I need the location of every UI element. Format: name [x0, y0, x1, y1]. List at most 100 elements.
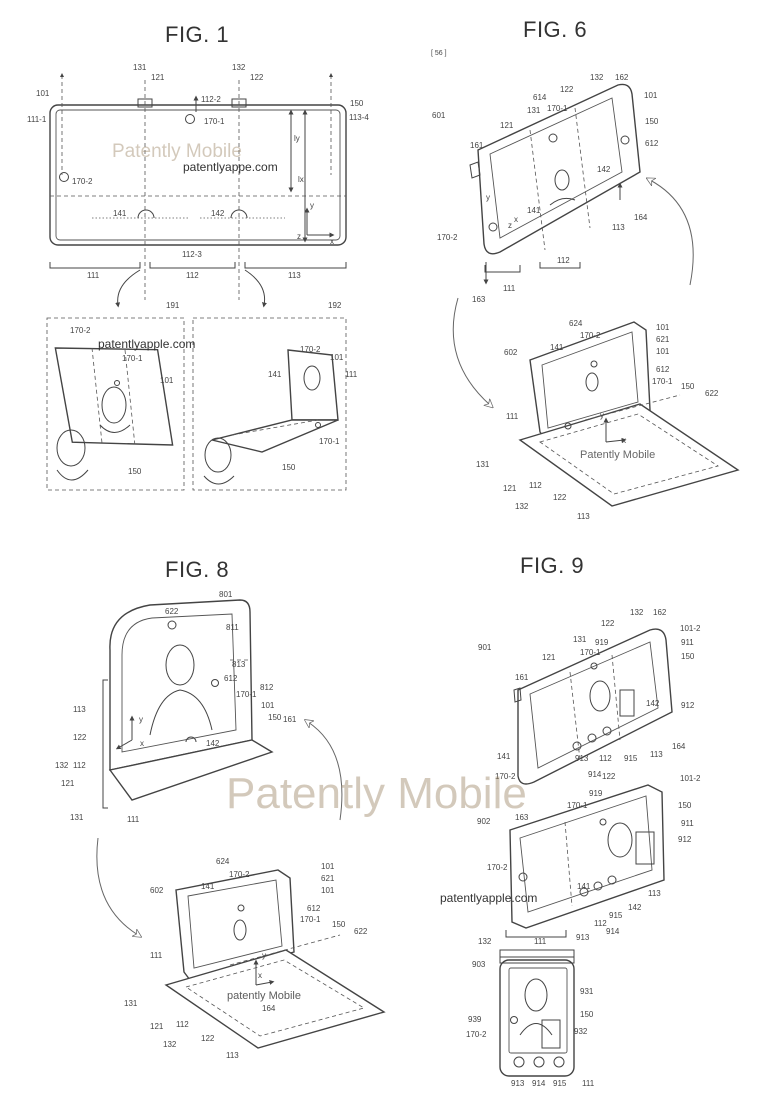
- fig6-lower-person-head: [585, 372, 599, 392]
- fig1-label-150: 150: [350, 99, 364, 108]
- fig6-person-head: [554, 169, 570, 191]
- fig8-label-164: 164: [262, 1004, 276, 1013]
- fig9-902-button-913: [579, 887, 589, 897]
- fig9-label-122: 122: [601, 619, 615, 628]
- fig6-label-164: 164: [634, 213, 648, 222]
- fig1-191-label-170-1: 170-1: [122, 354, 143, 363]
- fig6-label-614: 614: [533, 93, 547, 102]
- fig1-sensor-142: [230, 209, 248, 219]
- fig8-label-121-b: 121: [150, 1022, 164, 1031]
- fig6-fold-line-1: [529, 129, 546, 251]
- fig1-191-person-face: [101, 386, 127, 424]
- fig9-label-101-2: 101-2: [680, 624, 701, 633]
- fig9-902-person-head: [607, 822, 633, 858]
- fig1-label-x: x: [330, 237, 334, 246]
- fig8-label-622-b: 622: [354, 927, 368, 936]
- fig1-label-z: z: [297, 232, 301, 241]
- fig8-lower-base-display: [185, 959, 366, 1037]
- fig6-lower-sensor-141: [564, 422, 572, 430]
- fig1-192-user-shoulders: [203, 475, 235, 485]
- fig8-label-170-1: 170-1: [236, 690, 257, 699]
- fig9-label-170-1: 170-1: [580, 648, 601, 657]
- fig1-sensor-141: [137, 209, 155, 219]
- fig6-lower-dash-line: [584, 394, 681, 421]
- fig9-label-161: 161: [515, 673, 529, 682]
- fig8-label-813: 813: [232, 660, 246, 669]
- fig9-label-902: 902: [477, 817, 491, 826]
- fig9-label-170-2-b: 170-2: [487, 863, 508, 872]
- fig6-label-y: y: [486, 193, 490, 202]
- fig1-192-label-170-2: 170-2: [300, 345, 321, 354]
- fig9-903-person-head: [524, 978, 548, 1012]
- fig9-label-113: 113: [650, 750, 663, 759]
- fig9-902-button-915: [607, 875, 617, 885]
- fig6-lower-axis-x: [605, 437, 627, 443]
- fig1-label-132: 132: [232, 63, 246, 72]
- fig8-label-112: 112: [73, 761, 86, 770]
- fig1-label-121: 121: [151, 73, 165, 82]
- fig1-191-person-shoulders: [99, 424, 131, 433]
- fig6-label-113-b: 113: [577, 512, 590, 521]
- fig8-person-shoulders: [149, 689, 213, 736]
- fig8-curved-arrow-right: [308, 722, 343, 821]
- fig9-label-931: 931: [580, 987, 594, 996]
- fig6-watermark-brand: Patently Mobile: [580, 449, 655, 461]
- fig9-label-150-b: 150: [678, 801, 692, 810]
- fig8-label-161: 161: [283, 715, 297, 724]
- fig6-label-612: 612: [645, 139, 659, 148]
- fig8-label-624: 624: [216, 857, 230, 866]
- fig1-hinge-132: [231, 98, 247, 108]
- fig1-label-101: 101: [36, 89, 50, 98]
- fig6-label-112: 112: [557, 256, 570, 265]
- fig9-label-915-b: 915: [609, 911, 623, 920]
- fig1-192-fold-line: [231, 419, 319, 436]
- fig8-label-621: 621: [321, 874, 335, 883]
- fig1-label-122: 122: [250, 73, 264, 82]
- fig1-label-113-4: 113-4: [349, 113, 369, 122]
- fig6-label-624: 624: [569, 319, 583, 328]
- center-watermark-brand: Patently Mobile: [226, 769, 527, 818]
- fig9-903-button-915: [553, 1056, 565, 1068]
- fig6-header-mark: [ 56 ]: [431, 50, 447, 57]
- fig8-label-170-2: 170-2: [229, 870, 250, 879]
- fig1-label-113: 113: [288, 271, 301, 280]
- fig8-label-801: 801: [219, 590, 233, 599]
- fig6-side-button-161: [469, 161, 481, 179]
- fig9-901-camera-170-1: [590, 662, 598, 670]
- fig6-label-621: 621: [656, 335, 670, 344]
- fig9-label-142-b: 142: [628, 903, 642, 912]
- fig9-label-141: 141: [497, 752, 511, 761]
- fig1-191-fold-1: [91, 347, 103, 444]
- fig9-title: FIG. 9: [520, 553, 584, 578]
- fig6-curved-arrow-right: [650, 180, 694, 286]
- fig9-902-button-914: [593, 881, 603, 891]
- fig9-label-919: 919: [595, 638, 609, 647]
- fig8-label-132-b: 132: [163, 1040, 177, 1049]
- fig9-label-170-2: 170-2: [495, 772, 516, 781]
- fig8-curved-arrow-left: [96, 837, 138, 935]
- fig9-903-camera-939: [510, 1016, 518, 1024]
- fig8-label-x-b: x: [258, 971, 262, 980]
- fig6-lower-base-display: [539, 413, 719, 495]
- fig9-label-150-c: 150: [580, 1010, 594, 1019]
- fig8-label-131-b: 131: [124, 999, 138, 1008]
- fig9-902-camera-170-1: [599, 818, 607, 826]
- fig9-label-911-b: 911: [681, 819, 694, 828]
- fig1-camera-170-2: [59, 172, 69, 182]
- fig9-901-button-914: [587, 733, 597, 743]
- fig9-label-111-c: 111: [582, 1079, 595, 1088]
- fig8-label-602: 602: [150, 886, 164, 895]
- fig8-label-141: 141: [201, 882, 215, 891]
- fig8-person-head: [165, 644, 195, 686]
- fig9-label-915: 915: [624, 754, 638, 763]
- fig6-label-101: 101: [644, 91, 658, 100]
- fig8-label-142: 142: [206, 739, 220, 748]
- fig8-axis-x: [115, 739, 133, 750]
- fig8-label-612: 612: [224, 674, 238, 683]
- fig8-label-x: x: [140, 739, 144, 748]
- fig1-watermark-url: patentlyappe.com: [183, 160, 278, 174]
- fig9-label-911: 911: [681, 638, 694, 647]
- fig6-figure: FIG. 6 [ 56 ] 601 614 131 170-1 122 132 …: [431, 17, 740, 521]
- fig1-label-170-2: 170-2: [72, 177, 93, 186]
